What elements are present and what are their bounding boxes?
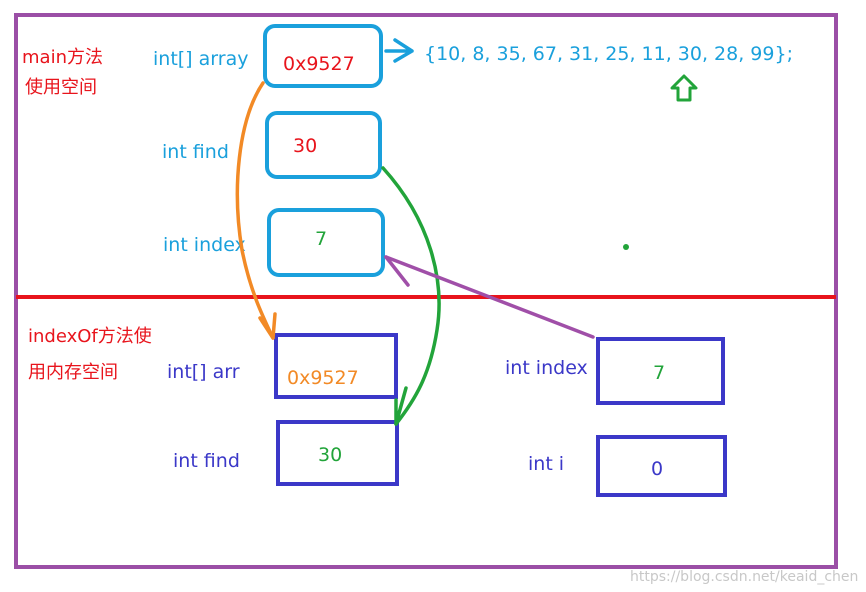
main-index-value: 7 [315, 228, 327, 250]
indexof-index-box [596, 337, 725, 405]
indexof-section-title-line1: indexOf方法使 [28, 326, 152, 347]
outer-frame [14, 13, 838, 569]
green-arrowhead [394, 386, 408, 426]
indexof-arr-box [274, 333, 398, 399]
array-pointer-arrow [384, 38, 414, 63]
indexof-arr-label: int[] arr [167, 361, 240, 383]
indexof-index-label: int index [505, 357, 588, 379]
purple-return-arrow [384, 255, 595, 339]
green-up-arrow-icon [670, 74, 698, 102]
array-contents: {10, 8, 35, 67, 31, 25, 11, 30, 28, 99}; [424, 43, 793, 65]
orange-arrowhead [258, 312, 277, 340]
indexof-index-value: 7 [653, 362, 665, 384]
green-dot [623, 244, 629, 250]
indexof-arr-value: 0x9527 [287, 367, 359, 389]
purple-arrowhead [384, 255, 410, 287]
indexof-find-value: 30 [318, 444, 342, 466]
main-find-label: int find [162, 141, 229, 163]
main-section-title-line2: 使用空间 [25, 77, 97, 98]
orange-reference-arrow [235, 81, 275, 340]
main-find-value: 30 [293, 135, 317, 157]
main-find-box [265, 111, 382, 179]
main-array-label: int[] array [153, 48, 248, 70]
indexof-find-box [276, 420, 399, 486]
main-array-box [263, 24, 383, 88]
main-index-box [267, 208, 385, 277]
main-array-value: 0x9527 [283, 53, 355, 75]
green-copy-arrow [381, 166, 441, 426]
main-section-title-line1: main方法 [22, 47, 103, 68]
indexof-find-label: int find [173, 450, 240, 472]
main-index-label: int index [163, 234, 246, 256]
indexof-i-label: int i [528, 453, 564, 475]
indexof-i-box [596, 435, 727, 497]
indexof-section-title-line2: 用内存空间 [28, 362, 118, 383]
watermark-text: https://blog.csdn.net/keaid_chen [630, 569, 858, 585]
indexof-i-value: 0 [651, 458, 663, 480]
